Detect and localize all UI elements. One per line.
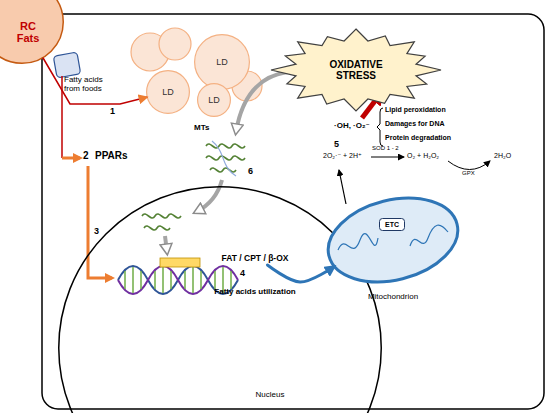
node-label: LD (162, 87, 174, 97)
figure-label: GPX (462, 170, 475, 177)
circle-shape (59, 187, 382, 413)
diagram-node: LD (146, 70, 190, 114)
node-label: ETC (385, 221, 399, 229)
node-label: OXIDATIVE STRESS (320, 59, 392, 81)
figure-label: 2O₂·⁻ + 2H⁺ (323, 152, 362, 160)
lipid-droplet (159, 28, 191, 60)
node-label: Mitochondrion (352, 293, 434, 302)
node-text-area: Nucleus (240, 391, 300, 400)
mitochondrion-shape (319, 185, 466, 295)
node-text-area: FAT / CPT / β-OX (205, 252, 305, 265)
figure-label: MTs (194, 124, 209, 133)
figure-label: 6 (248, 166, 253, 176)
figure-label: 1 (110, 106, 115, 116)
figure-label: 2H₂O (494, 152, 511, 160)
figure-label: ·OH, ·O₂⁻ (334, 122, 370, 131)
translocation-arrow (196, 180, 222, 212)
annotation-text: Fatty acids from foods (64, 76, 120, 94)
membrane-transporter (53, 52, 80, 78)
box-shape (380, 219, 405, 231)
figure-label: 3 (94, 226, 99, 236)
node-label: FAT / CPT / β-OX (222, 254, 289, 264)
figure-label: SOD 1 - 2 (372, 145, 399, 152)
node-label: Nucleus (240, 391, 300, 400)
connector-arrow (267, 265, 334, 282)
bracket (377, 108, 383, 146)
figure-label: 4 (240, 268, 245, 278)
connector-arrow (43, 58, 146, 104)
fatty-acid-path (61, 76, 63, 158)
circle-shape (0, 0, 63, 63)
node-text-area: RC Fats (0, 0, 64, 64)
diagram-node: Nucleus FAT / CPT / β-OX (58, 186, 382, 413)
node-text-area: Mitochondrion (352, 293, 434, 302)
node-text-area: LD (146, 70, 190, 114)
node-label: RC Fats (11, 20, 45, 45)
reaction-arrow (448, 161, 490, 170)
figure-label: 2 (83, 150, 89, 161)
node-label: LD (208, 95, 220, 105)
circle-shape (195, 35, 250, 90)
diagram-node: LD (197, 83, 231, 117)
metallothionein-protein (212, 141, 236, 176)
ppar-activation-arrow (62, 157, 80, 160)
node-outline (58, 186, 382, 413)
gene-binding-arrow (165, 236, 167, 252)
cell-outline (42, 14, 544, 409)
node-text-area: LD (197, 83, 231, 117)
figure-label: 5 (334, 139, 339, 149)
diagram-node: RC Fats (0, 0, 64, 64)
gene-label-node: FAT / CPT / β-OX (205, 252, 305, 265)
node-text-area: ETC (379, 218, 405, 231)
figure-label: PPARs (95, 150, 128, 161)
metallothionein-protein (142, 214, 181, 230)
starburst-shape (271, 29, 441, 111)
gene-activation-arrow (88, 166, 112, 278)
reaction-arrow (371, 157, 404, 158)
figure-label: Protein degradation (385, 134, 451, 142)
diagram-node: MitochondrionETC (322, 192, 464, 288)
gene-highlight (160, 258, 200, 267)
circle-shape (198, 84, 231, 117)
node-label: LD (216, 57, 228, 67)
diagram-node: LD (194, 34, 250, 90)
induction-arrow (236, 72, 288, 132)
diagram-node: OXIDATIVE STRESS (270, 28, 442, 112)
node-text-area: OXIDATIVE STRESS (270, 28, 442, 112)
figure-label: Lipid peroxidation (385, 106, 446, 114)
figure-label: O₂ + H₂O₂ (407, 152, 439, 160)
node-outline (322, 192, 464, 288)
connector-label: Fatty acids utilization (205, 288, 305, 297)
metallothionein-protein (206, 144, 245, 172)
diagram-node: ETC (379, 218, 405, 231)
circle-shape (147, 71, 190, 114)
electron-leak-arrow (339, 170, 346, 204)
figure-label: Damages for DNA (385, 120, 445, 128)
node-text-area: LD (194, 34, 250, 90)
